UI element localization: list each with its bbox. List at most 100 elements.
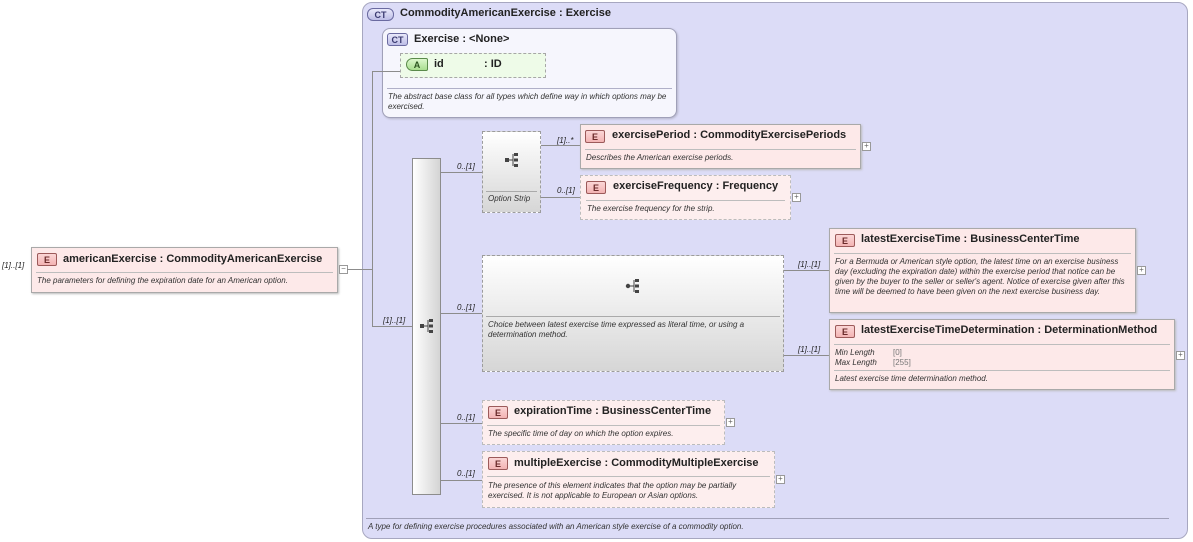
multiple-exercise-badge: E: [488, 457, 508, 470]
option-strip-label: Option Strip: [488, 194, 531, 203]
multiple-exercise-title: multipleExercise : CommodityMultipleExer…: [514, 457, 759, 469]
exercise-frequency-separator: [586, 200, 785, 201]
expiration-time-description: The specific time of day on which the op…: [488, 429, 674, 438]
multiple-exercise-description: The presence of this element indicates t…: [488, 481, 737, 500]
latest-time-determination-title: latestExerciseTimeDetermination : Determ…: [861, 324, 1157, 336]
exercise-period-badge: E: [585, 130, 605, 143]
root-cardinality: [1]..[1]: [2, 261, 25, 270]
choice-cardinality: 0..[1]: [457, 303, 475, 312]
expiration-time-box[interactable]: [482, 400, 725, 445]
root-element-type: : CommodityAmericanExercise: [159, 253, 323, 265]
connector-option-strip: [441, 172, 482, 173]
attribute-badge: A: [406, 58, 428, 71]
exercise-period-box[interactable]: [580, 124, 861, 169]
expiration-time-badge: E: [488, 406, 508, 419]
latest-time-badge: E: [835, 234, 855, 247]
complex-type-separator: [366, 518, 1169, 519]
latest-time-name: latestExerciseTime: [861, 233, 961, 245]
choice-icon: [625, 278, 641, 299]
complex-type-description: A type for defining exercise procedures …: [368, 522, 744, 531]
exercise-period-title: exercisePeriod : CommodityExercisePeriod…: [612, 129, 846, 141]
latest-time-type: : BusinessCenterTime: [963, 233, 1080, 245]
option-strip-cardinality: 0..[1]: [457, 162, 475, 171]
sequence-icon: [419, 318, 435, 339]
root-element-box[interactable]: [31, 247, 338, 293]
exercise-frequency-cardinality: 0..[1]: [557, 186, 575, 195]
expiration-time-separator: [487, 425, 720, 426]
base-ct-badge: CT: [387, 33, 408, 46]
latest-time-title: latestExerciseTime : BusinessCenterTime: [861, 233, 1080, 245]
connector-sequence: [372, 326, 412, 327]
max-length-value: [255]: [893, 358, 911, 367]
latest-time-determination-box[interactable]: [829, 319, 1175, 390]
exercise-frequency-expand-toggle[interactable]: +: [792, 193, 801, 202]
connector-vertical: [372, 71, 373, 326]
max-length-label: Max Length: [835, 358, 877, 367]
base-type-title: Exercise : <None>: [414, 33, 509, 45]
connector-expiration: [441, 423, 482, 424]
latest-time-determination-description: Latest exercise time determination metho…: [835, 374, 988, 383]
latest-time-determination-name: latestExerciseTimeDetermination: [861, 324, 1035, 336]
exercise-frequency-box[interactable]: [580, 175, 791, 220]
multiple-exercise-separator: [487, 476, 770, 477]
latest-time-determination-expand-toggle[interactable]: +: [1176, 351, 1185, 360]
exercise-period-description: Describes the American exercise periods.: [586, 153, 734, 162]
exercise-frequency-description: The exercise frequency for the strip.: [587, 204, 715, 213]
base-type-base: : <None>: [462, 33, 510, 45]
latest-time-expand-toggle[interactable]: +: [1137, 266, 1146, 275]
expiration-time-expand-toggle[interactable]: +: [726, 418, 735, 427]
exercise-frequency-title: exerciseFrequency : Frequency: [613, 180, 778, 192]
exercise-frequency-name: exerciseFrequency: [613, 180, 713, 192]
multiple-exercise-expand-toggle[interactable]: +: [776, 475, 785, 484]
connector-choice: [441, 313, 482, 314]
root-description: The parameters for defining the expirati…: [37, 276, 288, 285]
choice-separator: [486, 316, 780, 317]
exercise-period-expand-toggle[interactable]: +: [862, 142, 871, 151]
latest-time-determination-separator: [834, 344, 1170, 345]
root-element-title: americanExercise : CommodityAmericanExer…: [63, 253, 322, 265]
latest-time-determination-cardinality: [1]..[1]: [798, 345, 821, 354]
choice-description: Choice between latest exercise time expr…: [488, 320, 745, 339]
multiple-exercise-name: multipleExercise: [514, 457, 602, 469]
sequence-cardinality: [1]..[1]: [383, 316, 406, 325]
option-strip-group[interactable]: [482, 131, 541, 213]
connector-exercise-period: [541, 145, 581, 146]
exercise-frequency-type: : Frequency: [715, 180, 779, 192]
connector-base: [372, 71, 400, 72]
base-type-description: The abstract base class for all types wh…: [388, 92, 667, 111]
exercise-period-type: : CommodityExercisePeriods: [693, 129, 847, 141]
exercise-period-separator: [585, 149, 856, 150]
multiple-exercise-cardinality: 0..[1]: [457, 469, 475, 478]
min-length-value: [0]: [893, 348, 902, 357]
connector-multiple: [441, 480, 482, 481]
expiration-time-type: : BusinessCenterTime: [595, 405, 712, 417]
complex-type-name: CommodityAmericanExercise: [400, 7, 556, 19]
complex-type-title: CommodityAmericanExercise : Exercise: [400, 7, 611, 19]
expiration-time-cardinality: 0..[1]: [457, 413, 475, 422]
multiple-exercise-type: : CommodityMultipleExercise: [604, 457, 759, 469]
multiple-exercise-box[interactable]: [482, 451, 775, 508]
option-strip-icon: [504, 152, 520, 173]
latest-time-determination-badge: E: [835, 325, 855, 338]
latest-time-box[interactable]: [829, 228, 1136, 313]
exercise-frequency-badge: E: [586, 181, 606, 194]
latest-time-description: For a Bermuda or American style option, …: [835, 257, 1125, 296]
expiration-time-name: expirationTime: [514, 405, 593, 417]
latest-time-cardinality: [1]..[1]: [798, 260, 821, 269]
choice-group[interactable]: [482, 255, 784, 372]
min-length-label: Min Length: [835, 348, 875, 357]
root-element-badge: E: [37, 253, 57, 266]
connector-latest-time-determination: [784, 355, 829, 356]
attribute-type: : ID: [484, 58, 502, 70]
base-type-separator: [387, 88, 672, 89]
exercise-period-name: exercisePeriod: [612, 129, 691, 141]
ct-badge: CT: [367, 8, 394, 21]
root-separator: [36, 272, 333, 273]
latest-time-determination-separator-2: [834, 370, 1170, 371]
root-element-name: americanExercise: [63, 253, 157, 265]
base-type-name: Exercise: [414, 33, 460, 45]
exercise-period-cardinality: [1]..*: [557, 136, 574, 145]
connector-latest-time: [784, 270, 829, 271]
latest-time-determination-type: : DeterminationMethod: [1037, 324, 1158, 336]
connector-exercise-frequency: [541, 197, 581, 198]
